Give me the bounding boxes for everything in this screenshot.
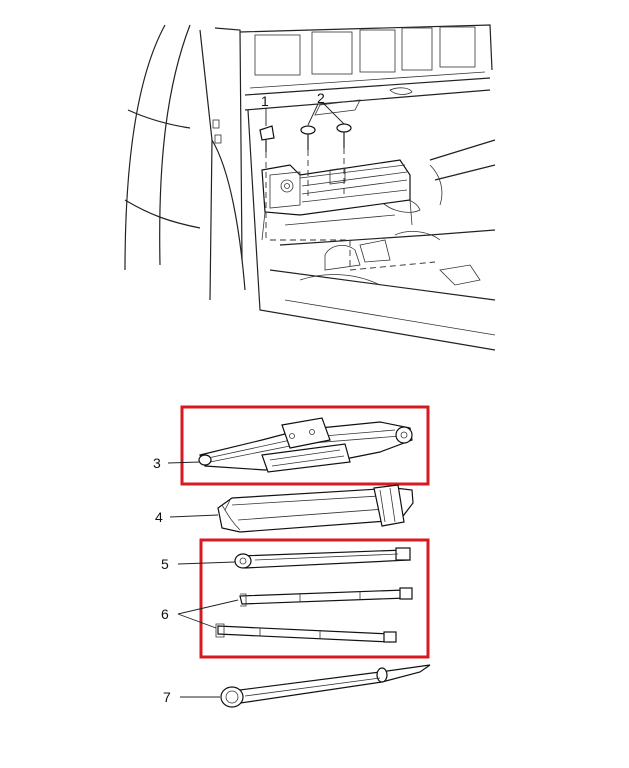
callout-7: 7 — [163, 689, 171, 705]
bolt-fastener — [300, 125, 316, 150]
callout-6: 6 — [161, 606, 169, 622]
lug-wrench-part — [220, 664, 431, 708]
highlight-box-jack — [180, 405, 430, 486]
extension-bar-upper-part — [239, 587, 413, 607]
highlight-box-handles — [199, 538, 430, 659]
callout-4: 4 — [155, 509, 163, 525]
jack-storage-bag-part — [217, 484, 414, 533]
callout-3: 3 — [153, 455, 161, 471]
callout-2: 2 — [317, 90, 325, 106]
bolt-fastener — [336, 123, 352, 148]
cargo-area-illustration — [124, 24, 496, 351]
callout-1: 1 — [261, 93, 269, 109]
callout-5: 5 — [161, 556, 169, 572]
jack-handle-part — [234, 547, 411, 569]
extension-bar-lower-part — [215, 623, 397, 643]
clip-fastener — [259, 125, 275, 152]
scissor-jack-part — [198, 417, 413, 473]
